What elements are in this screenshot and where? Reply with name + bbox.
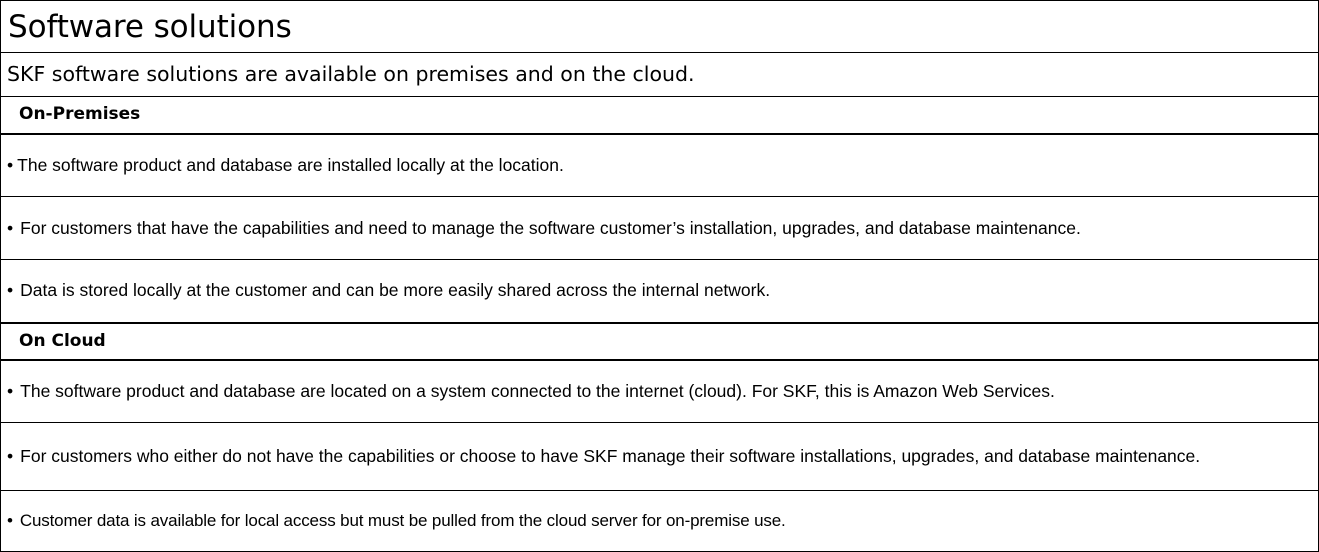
bullet-label: Data is stored locally at the customer a… — [20, 280, 771, 301]
bullet-row: • Customer data is available for local ac… — [0, 490, 1319, 552]
bullet-row: •The software product and database are i… — [0, 133, 1319, 197]
bullet-label: Customer data is available for local acc… — [19, 510, 786, 530]
bullet-label: For customers that have the capabilities… — [20, 217, 1081, 238]
bullet-item: • The software product and database are l… — [1, 379, 1318, 404]
bullet-point-icon: • — [7, 280, 14, 301]
bullet-point-icon: • — [7, 380, 14, 401]
title-cell: Software solutions — [0, 0, 1319, 53]
bullet-label: The software product and database are in… — [17, 154, 564, 175]
page-title: Software solutions — [8, 8, 292, 45]
section-header-cell-on-cloud: On Cloud — [0, 321, 1319, 361]
bullet-row: • The software product and database are l… — [0, 359, 1319, 423]
section-header-row-on-premises: On-Premises — [0, 96, 1319, 135]
section-heading-on-cloud: On Cloud — [19, 330, 106, 351]
bullet-item: • For customers that have the capabilitie… — [1, 216, 1318, 241]
title-row: Software solutions — [0, 0, 1319, 53]
bullet-item: •The software product and database are i… — [1, 153, 1318, 178]
bullet-point-icon: • — [7, 446, 14, 467]
bullet-point-icon: • — [7, 510, 13, 530]
page-subtitle: SKF software solutions are available on … — [7, 62, 695, 87]
bullet-row: • For customers who either do not have th… — [0, 422, 1319, 491]
bullet-row: • Data is stored locally at the customer … — [0, 259, 1319, 323]
bullet-label: The software product and database are lo… — [20, 380, 1055, 401]
bullet-cell: • The software product and database are l… — [0, 359, 1319, 423]
bullet-point-icon: • — [7, 154, 14, 175]
subtitle-cell: SKF software solutions are available on … — [0, 52, 1319, 97]
bullet-cell: • For customers that have the capabilitie… — [0, 196, 1319, 260]
section-header-cell-on-premises: On-Premises — [0, 96, 1319, 135]
bullet-cell: •The software product and database are i… — [0, 133, 1319, 197]
bullet-point-icon: • — [7, 217, 14, 238]
bullet-label: For customers who either do not have the… — [20, 446, 1201, 467]
subtitle-row: SKF software solutions are available on … — [0, 52, 1319, 97]
bullet-row: • For customers that have the capabilitie… — [0, 196, 1319, 260]
bullet-item: • Customer data is available for local ac… — [1, 509, 1318, 533]
bullet-cell: • Customer data is available for local ac… — [0, 490, 1319, 552]
bullet-cell: • Data is stored locally at the customer … — [0, 259, 1319, 323]
bullet-cell: • For customers who either do not have th… — [0, 422, 1319, 491]
section-header-row-on-cloud: On Cloud — [0, 321, 1319, 361]
bullet-item: • Data is stored locally at the customer … — [1, 278, 1318, 303]
bullet-item: • For customers who either do not have th… — [1, 444, 1318, 469]
section-heading-on-premises: On-Premises — [19, 104, 141, 125]
